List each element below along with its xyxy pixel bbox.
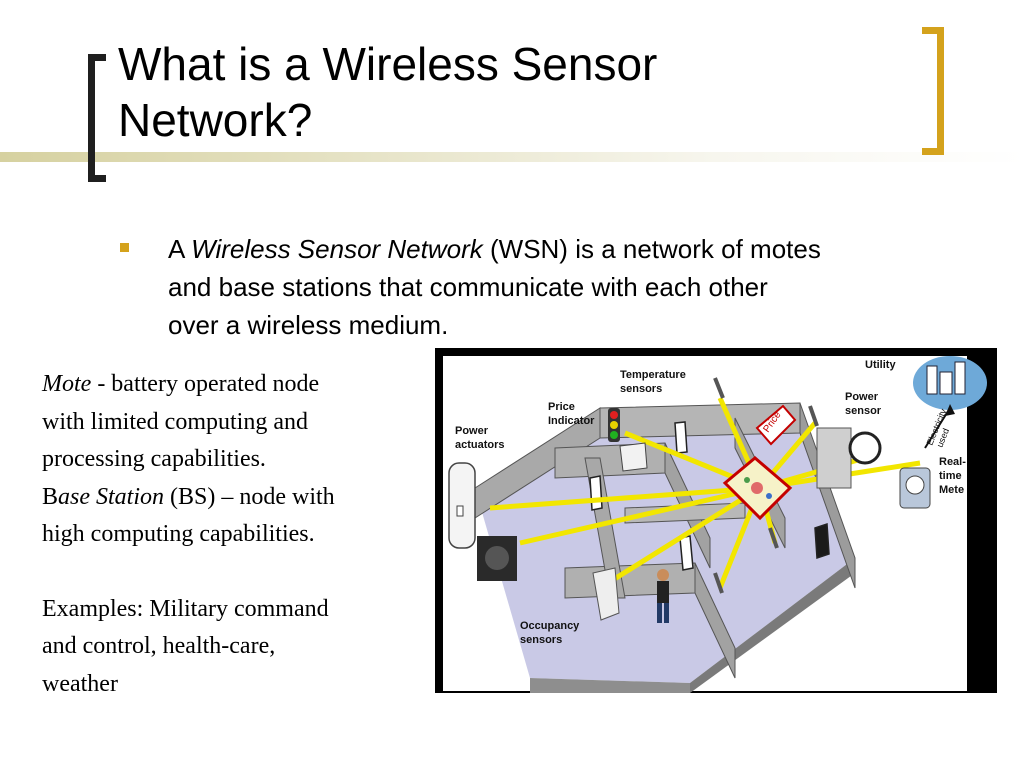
refrigerator-icon	[816, 427, 852, 489]
base-station-dot-1	[751, 482, 763, 494]
bullet-text: A Wireless Sensor Network (WSN) is a net…	[168, 230, 968, 344]
right-wall	[799, 402, 856, 589]
bullet-line-3: over a wireless medium.	[168, 310, 449, 340]
wsn-house-illustration: Price	[435, 348, 997, 693]
bullet-term: Wireless Sensor Network	[191, 234, 483, 264]
slide-title: What is a Wireless Sensor Network?	[118, 36, 898, 148]
floor-edge	[530, 678, 690, 693]
thermometer-2	[808, 405, 819, 427]
signal-line-hvac	[519, 485, 761, 546]
examples-text: Examples: Military command and control, h…	[42, 591, 434, 704]
utility-building-2	[939, 371, 953, 395]
examples-line-3: weather	[42, 670, 118, 697]
occupancy-label-line-2: sensors	[520, 634, 562, 646]
price-tag-shape	[755, 404, 797, 446]
utility-building-3	[954, 361, 966, 395]
utility-city-icon	[913, 356, 987, 410]
person-icon	[657, 569, 669, 623]
realtime-meter-icon	[899, 467, 931, 509]
door-4	[814, 522, 830, 560]
person-body	[657, 581, 669, 603]
traffic-light-icon	[608, 408, 620, 442]
bullet-prefix: A	[168, 234, 192, 264]
inner-wall-1	[554, 442, 666, 479]
refrigerator-body	[816, 427, 852, 489]
hvac-unit-icon	[477, 536, 517, 581]
power-sensor-dial	[848, 431, 882, 465]
bullet-rest: (WSN) is a network of motes	[482, 234, 821, 264]
examples-line-2: and control, health-care,	[42, 633, 276, 659]
thermometer-3	[713, 572, 724, 594]
paragraph-gap	[42, 554, 434, 591]
inner-wall-5	[694, 562, 736, 679]
hvac-fan	[485, 546, 509, 570]
traffic-light-yellow	[610, 421, 618, 429]
traffic-light-green	[610, 431, 618, 439]
door-3	[679, 535, 694, 571]
square-bullet-icon	[120, 243, 129, 252]
mote-line-3: processing capabilities.	[42, 446, 266, 472]
thermometer-4	[768, 527, 779, 549]
price-indicator-label-line-1: Price	[548, 401, 575, 413]
power-actuators-label-line-2: actuators	[455, 439, 505, 451]
person-head	[657, 569, 669, 581]
left-bracket-decoration	[88, 54, 106, 182]
water-heater-icon	[448, 462, 476, 549]
base-station-line-1: (BS) – node with	[164, 483, 335, 510]
definitions-text: Mote - battery operated node with limited…	[42, 366, 434, 703]
wsn-house-diagram: Price	[435, 348, 997, 693]
base-station-first-letter: B	[42, 483, 59, 510]
person-leg-right	[664, 603, 669, 623]
stove-icon	[619, 442, 648, 472]
base-station-icon	[722, 456, 793, 521]
power-sensor-icon	[848, 431, 882, 465]
examples-line-1: Examples: Military command	[42, 595, 329, 622]
base-station-definition: Base Station (BS) – node with high comput…	[42, 479, 434, 554]
mote-term: Mote	[42, 371, 92, 397]
base-station-term: ase Station	[58, 483, 165, 510]
power-sensor-label-line-2: sensor	[845, 405, 882, 417]
title-line-1: What is a Wireless Sensor	[118, 38, 658, 90]
temperature-label-line-1: Temperature	[620, 369, 686, 381]
water-heater-panel	[456, 505, 464, 517]
occupancy-sensor-body	[592, 567, 620, 621]
occupancy-label-line-1: Occupancy	[520, 620, 580, 632]
realtime-meter-label-line-1: Real-	[939, 456, 966, 468]
stove-body	[619, 442, 648, 472]
door-1	[589, 475, 603, 511]
title-line-2: Network?	[118, 94, 313, 146]
mote-line-1: - battery operated node	[91, 371, 320, 397]
utility-label: Utility	[865, 359, 896, 371]
utility-building-1	[926, 365, 938, 395]
title-underline-band	[0, 152, 1024, 162]
door-2	[674, 421, 688, 454]
realtime-meter-label-line-2: time	[939, 470, 962, 482]
right-bracket-decoration	[922, 27, 944, 155]
traffic-light-red	[610, 411, 618, 419]
electricity-arrow-head	[945, 404, 955, 416]
temperature-sensor-icons	[713, 377, 819, 594]
base-station-dot-2	[744, 477, 750, 483]
occupancy-sensor-icon	[592, 567, 620, 621]
signal-line-occupancy	[598, 485, 762, 591]
realtime-meter-label-line-3: Mete	[939, 484, 964, 496]
person-leg-left	[657, 603, 662, 623]
bullet-line-2: and base stations that communicate with …	[168, 272, 768, 302]
meter-dial	[905, 475, 925, 495]
thermometer-1	[713, 377, 725, 399]
temperature-label-line-2: sensors	[620, 383, 662, 395]
base-station-line-2: high computing capabilities.	[42, 521, 315, 547]
signal-line-actuator	[489, 485, 761, 511]
power-sensor-label-line-1: Power	[845, 391, 879, 403]
base-station-dot-3	[766, 493, 772, 499]
mote-definition: Mote - battery operated node with limited…	[42, 366, 434, 479]
price-indicator-label-line-2: Indicator	[548, 415, 595, 427]
mote-line-2: with limited computing and	[42, 408, 308, 435]
power-actuators-label-line-1: Power	[455, 425, 489, 437]
